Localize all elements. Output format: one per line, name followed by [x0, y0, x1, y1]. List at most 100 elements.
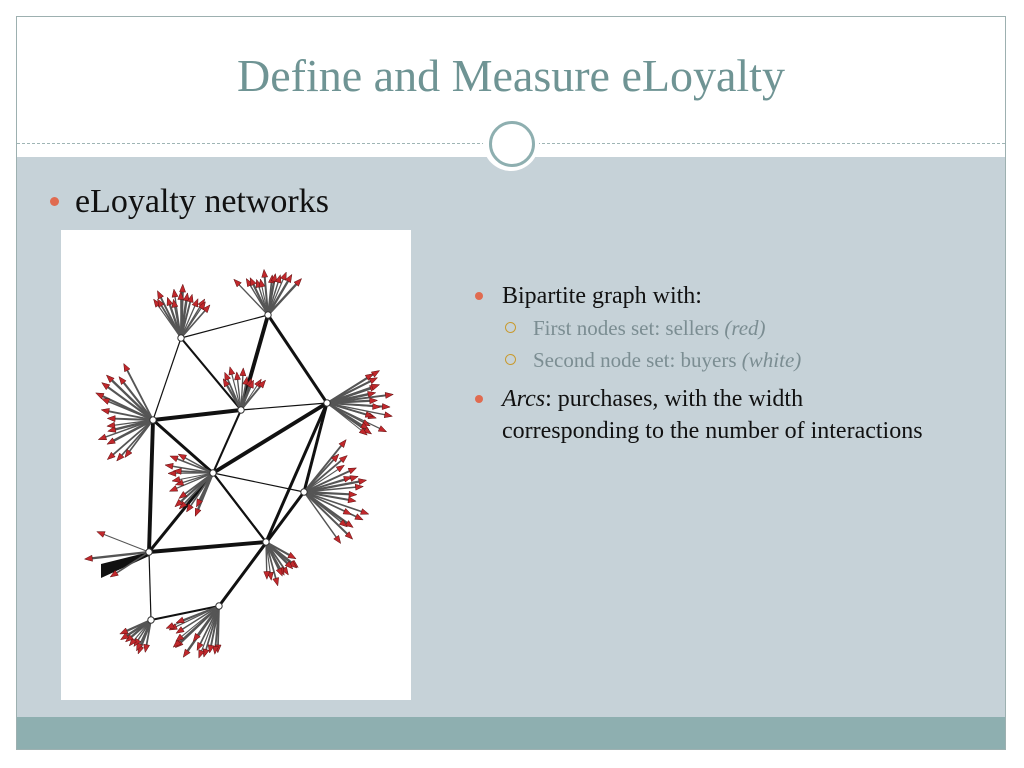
- seller-node: [358, 427, 368, 436]
- seller-node: [338, 519, 348, 528]
- seller-node: [288, 560, 298, 569]
- purchase-arc: [111, 417, 154, 421]
- seller-node: [116, 452, 125, 462]
- seller-node: [370, 384, 381, 391]
- seller-node: [175, 633, 185, 642]
- seller-node: [348, 490, 358, 498]
- seller-node: [128, 637, 138, 647]
- seller-node: [293, 277, 303, 287]
- seller-node: [383, 411, 394, 419]
- purchase-arc: [303, 468, 353, 493]
- seller-node: [272, 577, 279, 587]
- slide: Define and Measure eLoyalty eLoyalty net…: [16, 16, 1006, 750]
- purchase-arc: [265, 541, 291, 567]
- seller-node: [335, 464, 345, 473]
- seller-node: [186, 293, 194, 303]
- purchase-arc: [302, 402, 329, 493]
- seller-node: [228, 366, 236, 376]
- seller-node: [171, 476, 181, 483]
- seller-node: [258, 278, 266, 288]
- seller-node: [83, 554, 93, 562]
- seller-node: [166, 296, 174, 307]
- purchase-arc: [303, 479, 363, 494]
- purchase-arc: [180, 307, 208, 339]
- seller-node: [106, 451, 116, 461]
- arcs-description: : purchases, with the width correspondin…: [502, 386, 923, 444]
- buyer-node: [300, 488, 308, 496]
- purchase-arc: [147, 472, 215, 553]
- seller-node: [239, 367, 247, 377]
- seller-node: [270, 272, 278, 283]
- seller-node: [100, 398, 111, 405]
- purchase-arc: [240, 383, 253, 411]
- purchase-arc: [303, 467, 341, 493]
- purchase-arc: [266, 277, 276, 316]
- seller-node: [182, 648, 191, 658]
- seller-node: [247, 379, 254, 389]
- seller-node: [196, 641, 204, 652]
- purchase-arc: [240, 402, 328, 411]
- seller-node: [233, 278, 242, 288]
- seller-node: [367, 391, 377, 398]
- purchase-arc: [240, 382, 264, 411]
- bullet-dot: [475, 292, 483, 300]
- bullet-arcs: Arcs: purchases, with the width correspo…: [502, 383, 942, 447]
- seller-node: [178, 500, 188, 510]
- seller-node: [119, 627, 129, 635]
- purchase-arc: [105, 409, 154, 421]
- purchase-arc: [150, 604, 220, 622]
- purchase-arc: [303, 456, 337, 493]
- purchase-arc: [326, 402, 365, 433]
- sub-bullet-circle: [505, 354, 516, 365]
- seller-node: [136, 642, 144, 652]
- purchase-arc: [236, 376, 242, 411]
- purchase-arc: [211, 401, 329, 475]
- purchase-arc: [110, 418, 154, 444]
- purchase-arc: [188, 472, 214, 509]
- seller-node: [354, 483, 364, 491]
- network-graph: [83, 268, 394, 659]
- buyers-color-note: (white): [741, 348, 802, 372]
- purchase-arc: [303, 491, 365, 514]
- buyers-text: Second node set: buyers: [533, 348, 742, 372]
- purchase-arc: [266, 277, 291, 316]
- seller-node: [358, 478, 368, 486]
- seller-node: [120, 632, 130, 641]
- seller-node: [182, 292, 190, 302]
- purchase-arc: [152, 408, 242, 422]
- buyer-node: [147, 616, 155, 624]
- seller-node: [101, 382, 111, 391]
- buyer-node: [323, 399, 331, 407]
- seller-node: [245, 277, 254, 288]
- purchase-arc: [173, 456, 214, 474]
- sub-bullet-circle: [505, 322, 516, 333]
- seller-node: [95, 392, 105, 400]
- seller-node: [257, 379, 267, 389]
- purchase-arc: [265, 541, 268, 575]
- section-heading: eLoyalty networks: [75, 183, 329, 220]
- purchase-arc: [148, 540, 267, 554]
- seller-node: [369, 397, 379, 405]
- purchase-arc: [180, 314, 269, 339]
- purchase-arc: [230, 370, 242, 411]
- seller-node: [143, 643, 151, 654]
- buyer-node: [149, 416, 157, 424]
- seller-node: [96, 531, 106, 538]
- seller-node: [202, 304, 211, 314]
- purchase-arc: [264, 541, 282, 573]
- purchase-arc: [152, 337, 182, 421]
- purchase-arc: [176, 472, 214, 481]
- seller-node: [364, 411, 375, 418]
- purchase-arc: [173, 472, 214, 491]
- buyer-node: [209, 469, 217, 477]
- seller-node: [178, 490, 188, 499]
- seller-node: [224, 371, 232, 382]
- purchase-arc: [173, 293, 182, 339]
- bullet-dot: [50, 197, 59, 206]
- seller-node: [198, 649, 205, 659]
- footer-bar: [17, 717, 1005, 749]
- purchase-arc: [303, 491, 348, 514]
- ring-ornament-inner: [489, 121, 535, 167]
- seller-node: [192, 632, 201, 642]
- purchase-arc: [179, 605, 220, 622]
